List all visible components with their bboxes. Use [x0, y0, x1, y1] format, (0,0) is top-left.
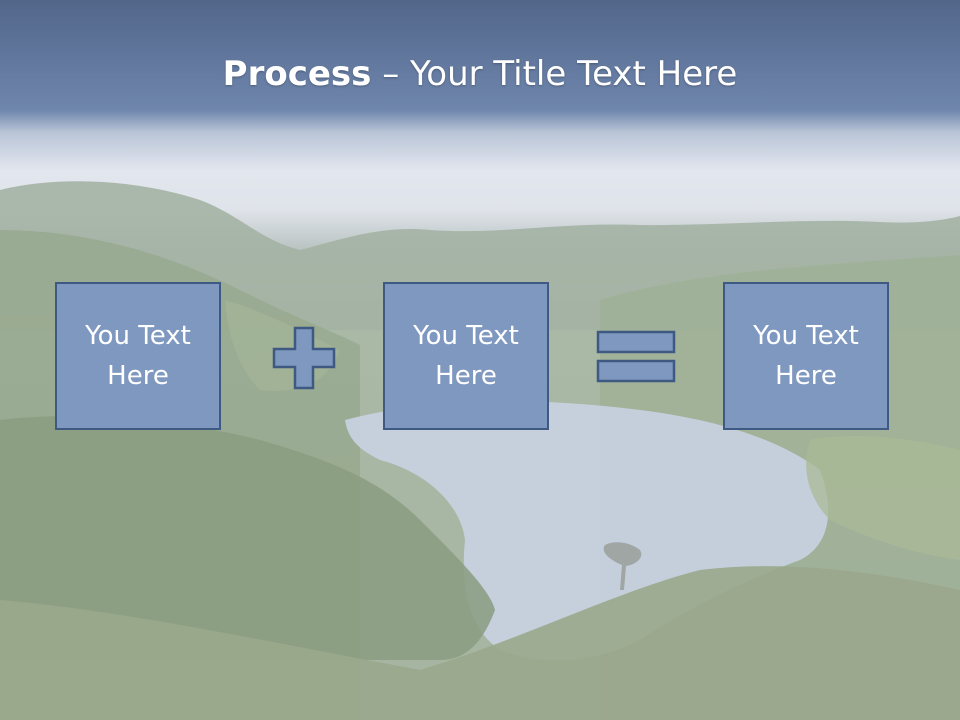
- title-separator: –: [371, 54, 411, 94]
- text-box-3-label: You Text Here: [753, 321, 859, 391]
- left-forest: [0, 416, 495, 660]
- text-box-1-label: You Text Here: [85, 321, 191, 391]
- title-bold: Process: [222, 54, 372, 94]
- tree-silhouette: [603, 542, 642, 590]
- foreground-hill: [0, 566, 960, 720]
- text-box-1[interactable]: You Text Here: [55, 282, 221, 430]
- right-meadow: [806, 435, 960, 560]
- plus-icon: [272, 326, 336, 390]
- text-box-2-label: You Text Here: [413, 321, 519, 391]
- text-box-2[interactable]: You Text Here: [383, 282, 549, 430]
- slide-title: Process – Your Title Text Here: [0, 52, 960, 96]
- equals-icon: [596, 330, 676, 383]
- title-text: Your Title Text Here: [410, 54, 738, 94]
- text-box-3[interactable]: You Text Here: [723, 282, 889, 430]
